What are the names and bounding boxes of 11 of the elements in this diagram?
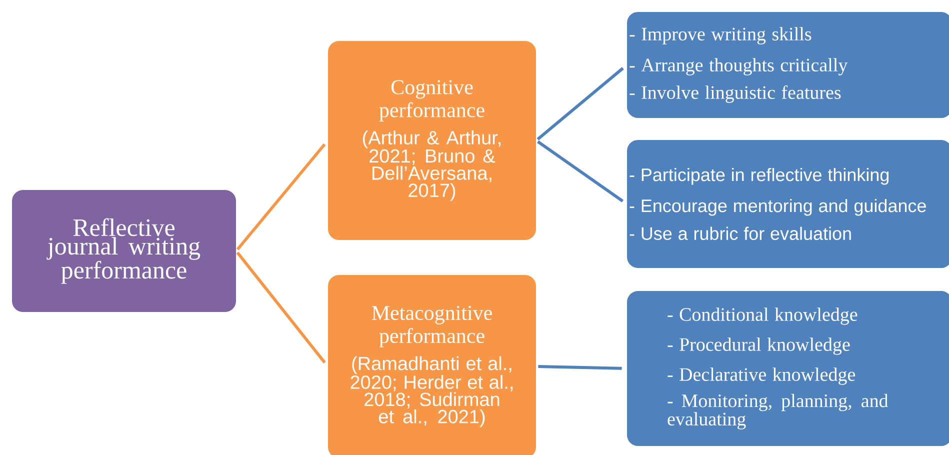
connector-line bbox=[536, 140, 624, 202]
list-box: - Participate in reflective thinking - Encourage mentoring and guidance - Use a rubric for evaluation bbox=[627, 140, 949, 268]
list-box: - Improve writing skills - Arrange thoughts critically - Involve linguistic features bbox=[627, 12, 949, 118]
connector-line bbox=[538, 365, 622, 370]
category-box: Metacognitive performance (Ramadhanti et al., 2020; Herder et al., 2018; Sudirman et al., 2021) bbox=[328, 275, 536, 455]
connector-line bbox=[236, 252, 326, 364]
category-box: Cognitive performance (Arthur & Arthur, 2021; Bruno & Dell’Aversana, 2017) bbox=[328, 41, 536, 240]
list-box: - Conditional knowledge - Procedural knowledge - Declarative knowledge - Monitoring, planning, and evaluating bbox=[627, 291, 949, 446]
topic-box: Reflective journal writing performance bbox=[12, 190, 236, 312]
connector-line bbox=[536, 67, 624, 140]
connector-line bbox=[236, 143, 326, 250]
